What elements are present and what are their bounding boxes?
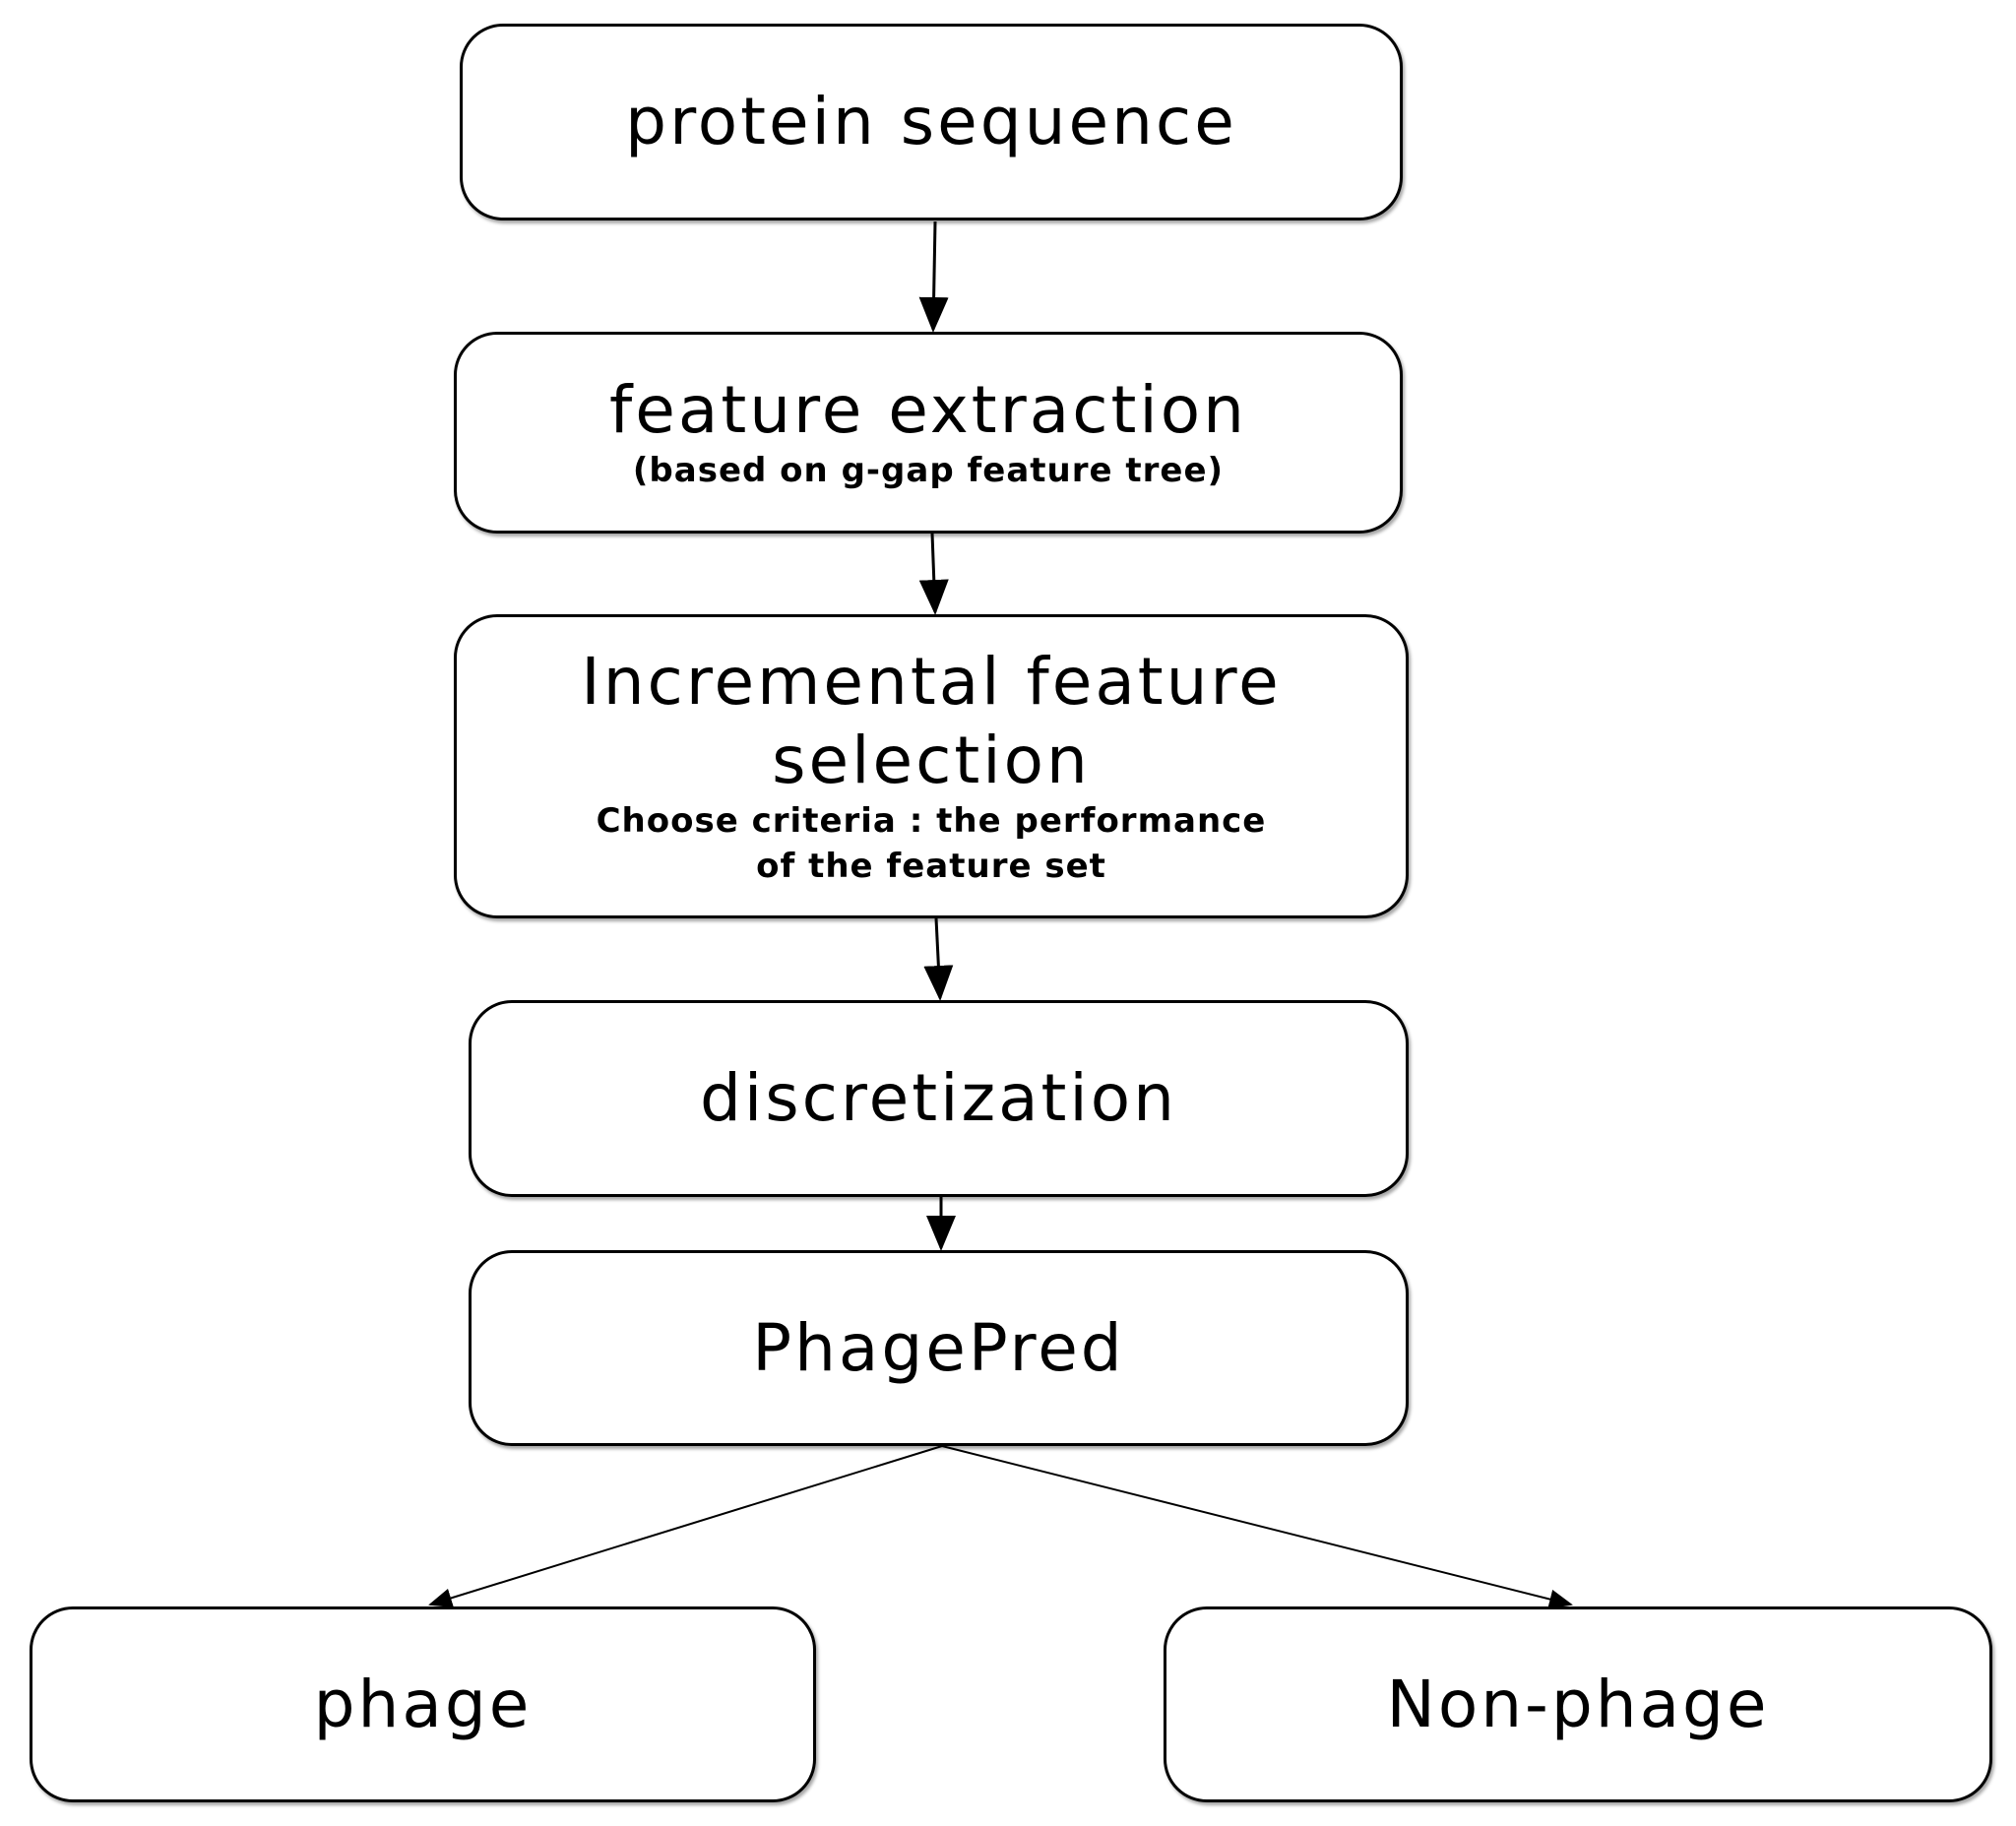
arrow-selection-to-discretization	[923, 917, 954, 1001]
arrow-extraction-to-selection	[918, 533, 949, 615]
feature-selection-sublabel-line1: Choose criteria : the performance	[596, 800, 1267, 841]
phagepred-node: PhagePred	[469, 1250, 1409, 1446]
arrow-phagepred-to-phage	[428, 1445, 943, 1608]
phage-label: phage	[313, 1666, 533, 1742]
phage-node: phage	[30, 1606, 816, 1802]
protein-sequence-node: protein sequence	[460, 24, 1403, 220]
discretization-node: discretization	[469, 1000, 1409, 1197]
phagepred-label: PhagePred	[752, 1309, 1125, 1386]
feature-selection-label-line2: selection	[772, 722, 1091, 798]
feature-selection-node: Incremental feature selection Choose cri…	[454, 614, 1409, 918]
feature-extraction-sublabel: (based on g-gap feature tree)	[632, 451, 1225, 491]
arrow-phagepred-to-non-phage	[941, 1445, 1573, 1609]
non-phage-label: Non-phage	[1386, 1666, 1770, 1742]
protein-sequence-label: protein sequence	[625, 84, 1237, 160]
feature-selection-label-line1: Incremental feature	[581, 644, 1282, 721]
feature-extraction-text: feature extraction (based on g-gap featu…	[609, 371, 1247, 494]
feature-extraction-node: feature extraction (based on g-gap featu…	[454, 332, 1403, 534]
feature-selection-text: Incremental feature selection Choose cri…	[581, 643, 1282, 889]
feature-extraction-label: feature extraction	[609, 371, 1247, 448]
feature-selection-sublabel-line2: of the feature set	[756, 846, 1106, 886]
discretization-label: discretization	[700, 1060, 1177, 1137]
arrow-protein-to-extraction	[918, 220, 949, 333]
non-phage-node: Non-phage	[1164, 1606, 1992, 1802]
